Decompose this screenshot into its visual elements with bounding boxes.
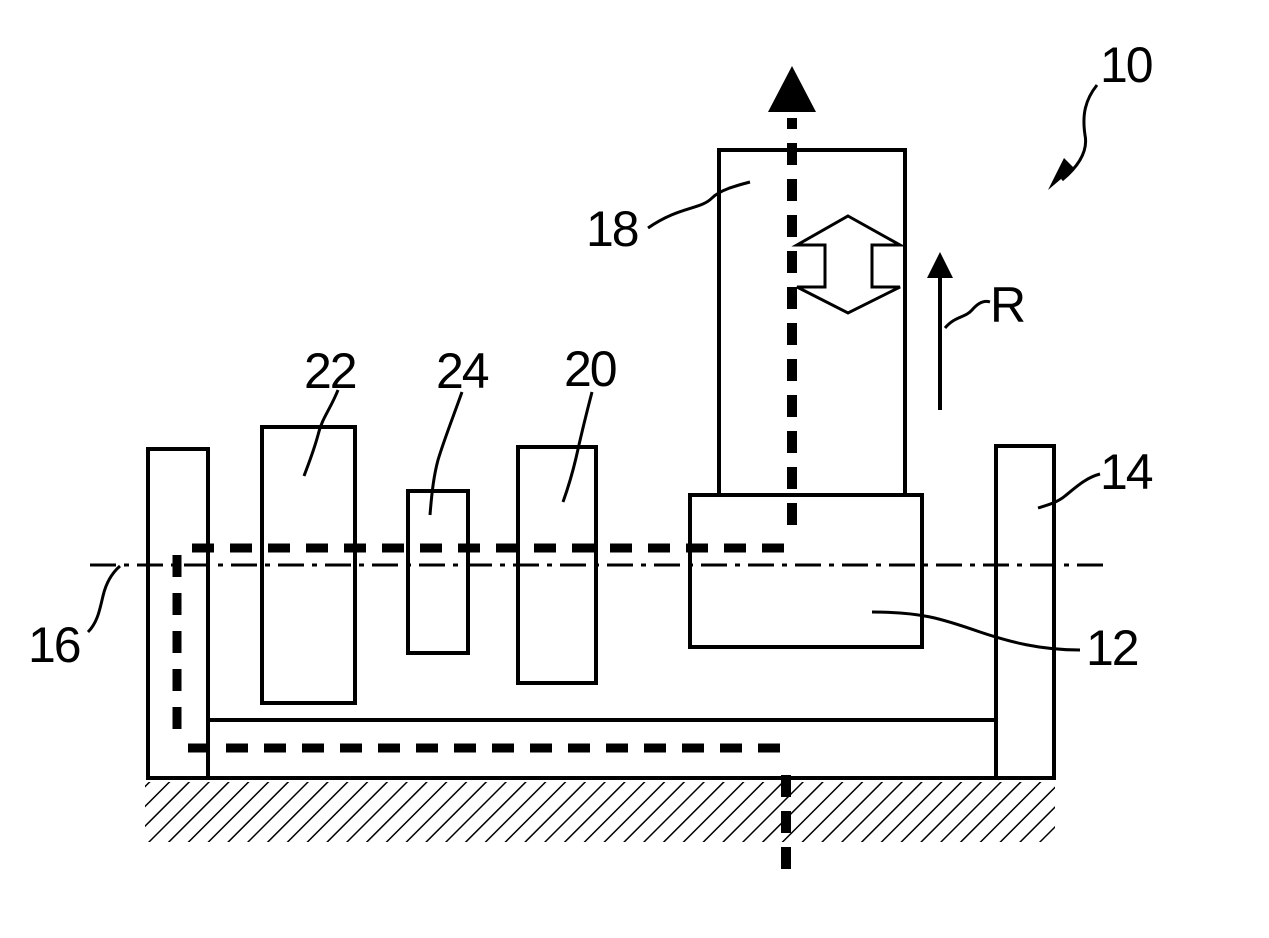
- leader-18: [648, 182, 750, 228]
- leader-12: [872, 612, 1080, 650]
- leader-16: [88, 566, 120, 632]
- leader-22: [304, 390, 338, 476]
- leader-14: [1038, 474, 1100, 508]
- leader-24: [430, 392, 462, 515]
- label-r: R: [990, 277, 1024, 333]
- leader-r: [945, 301, 990, 328]
- double-arrow-icon: [797, 216, 900, 313]
- right-post-14: [996, 446, 1054, 778]
- ground-hatching: [145, 782, 1055, 842]
- label-22: 22: [304, 343, 356, 399]
- label-24: 24: [436, 343, 489, 399]
- label-12: 12: [1086, 620, 1138, 676]
- label-10: 10: [1100, 37, 1152, 93]
- direction-r-arrowhead-icon: [927, 252, 953, 278]
- block-12: [690, 495, 922, 647]
- label-18: 18: [586, 201, 638, 257]
- up-arrowhead-icon: [768, 66, 816, 112]
- column-18: [719, 150, 905, 495]
- label-20: 20: [564, 341, 616, 397]
- label-14: 14: [1100, 444, 1153, 500]
- component-24: [408, 491, 468, 653]
- label-16: 16: [28, 617, 80, 673]
